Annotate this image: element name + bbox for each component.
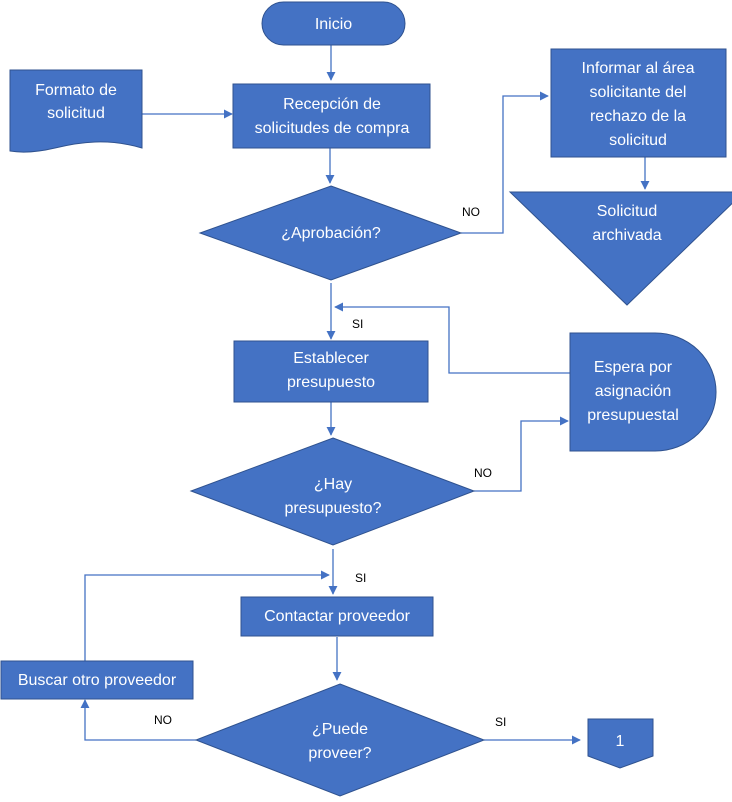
inform-rejection-line-1: Informar al área [582,60,695,77]
edge-wait-to-approval-line [334,302,570,374]
start-label: Inicio [315,16,352,33]
approval-label: ¿Aprobación? [281,225,381,242]
archived-triangle [508,191,732,306]
inform-rejection-line-4: solicitud [609,132,667,149]
wait-budget-line-2: asignación [595,383,672,400]
connector-label: 1 [616,733,625,750]
other-supplier-process [0,660,194,700]
budget-check-decision [189,437,476,546]
can-supply-node: ¿Puede proveer? [194,683,486,797]
set-budget-node: Establecer presupuesto [233,340,429,403]
receive-requests-process [232,83,431,149]
approval-node: ¿Aprobación? [198,185,463,281]
approval-yes-label: SI [352,317,363,331]
edge-supply-no [80,699,196,741]
set-budget-process [233,340,429,403]
inform-rejection-node: Informar al área solicitante del rechazo… [550,48,727,158]
archived-node: Solicitud archivada [508,191,732,306]
contact-supplier-label: Contactar proveedor [264,608,411,625]
budget-check-line-1: ¿Hay [314,476,352,493]
connector-node: 1 [587,718,654,769]
inform-rejection-line-2: solicitante del [590,84,687,101]
approval-no-label: NO [462,205,480,219]
wait-budget-line-3: presupuestal [587,407,679,424]
request-form-line-1: Formato de [35,82,117,99]
request-form-document [9,69,143,153]
connectors [80,45,650,745]
wait-budget-delay [569,332,717,452]
supply-yes-label: SI [495,715,506,729]
start-terminator [261,1,406,46]
start-node: Inicio [261,1,406,46]
wait-budget-node: Espera por asignación presupuestal [569,332,717,452]
set-budget-line-2: presupuesto [287,374,375,391]
edge-labels: NO SI NO SI NO SI [154,205,506,729]
archived-line-2: archivada [592,227,661,244]
request-form-node: Formato de solicitud [9,69,143,153]
supply-no-label: NO [154,713,172,727]
other-supplier-label: Buscar otro proveedor [18,672,177,689]
can-supply-decision [194,683,486,797]
budget-no-label: NO [474,466,492,480]
archived-line-1: Solicitud [597,203,657,220]
inform-rejection-process [550,48,727,158]
receive-requests-line-1: Recepción de [283,96,381,113]
budget-check-node: ¿Hay presupuesto? [189,437,476,546]
contact-supplier-node: Contactar proveedor [240,596,434,637]
receive-requests-line-2: solicitudes de compra [255,120,410,137]
other-supplier-node: Buscar otro proveedor [0,660,194,700]
approval-decision [198,185,463,281]
wait-budget-line-1: Espera por [594,359,673,376]
contact-supplier-process [240,596,434,637]
inform-rejection-line-3: rechazo de la [590,108,686,125]
budget-yes-label: SI [355,571,366,585]
edge-budget-no [474,416,569,492]
edge-approval-no [461,91,549,234]
can-supply-line-1: ¿Puede [312,721,368,738]
offpage-connector [587,718,654,769]
set-budget-line-1: Establecer [293,350,369,367]
budget-check-line-2: presupuesto? [285,500,382,517]
edge-other-to-contact [84,570,330,663]
request-form-line-2: solicitud [47,105,105,122]
receive-requests-node: Recepción de solicitudes de compra [232,83,431,149]
can-supply-line-2: proveer? [308,745,371,762]
